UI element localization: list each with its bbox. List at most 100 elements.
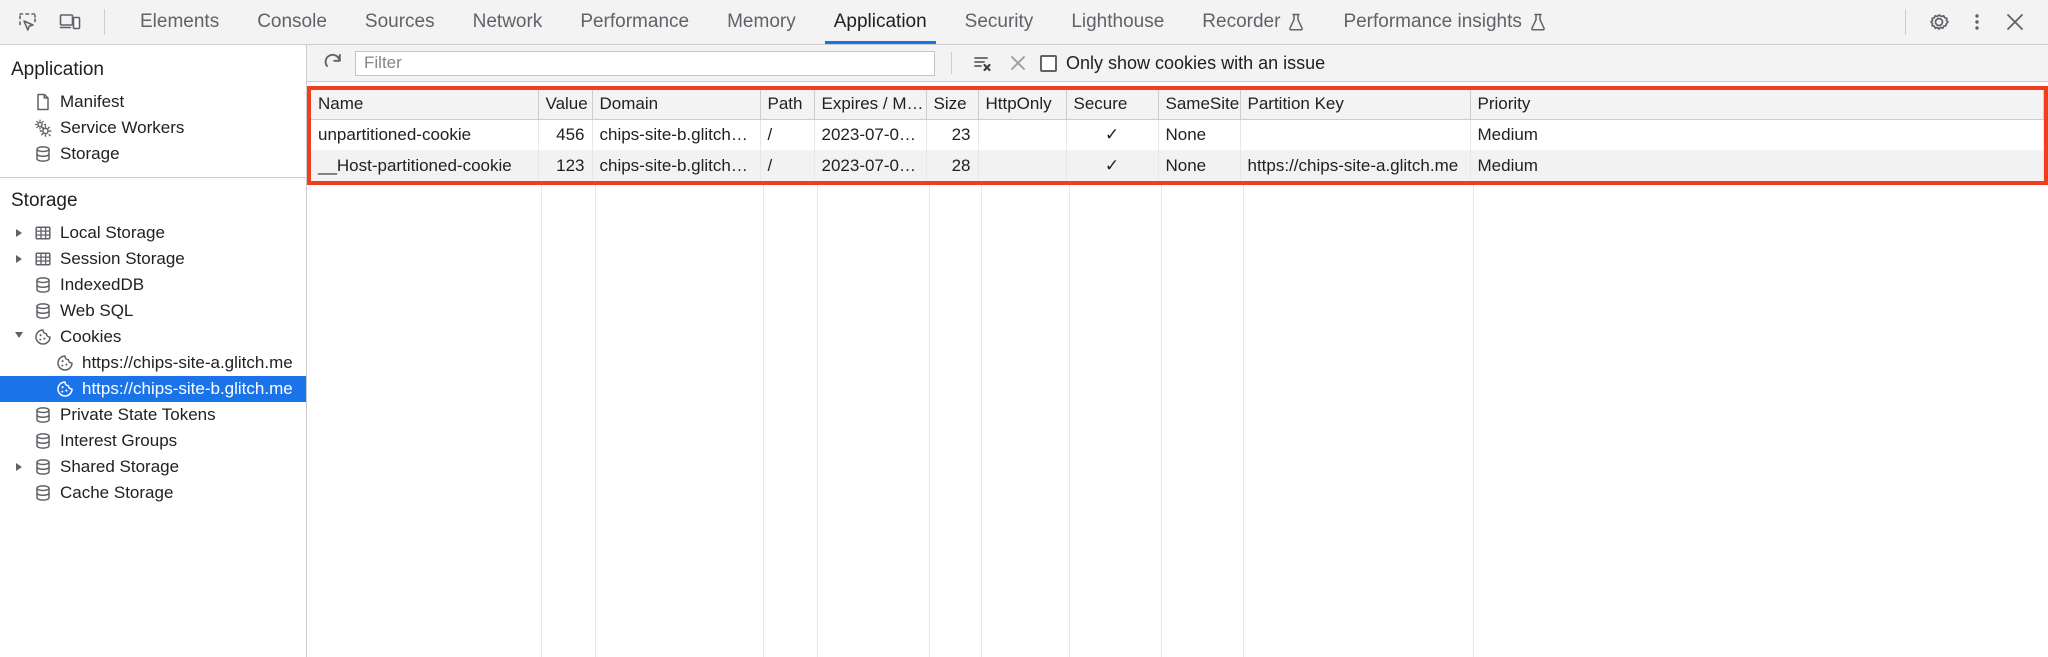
checkbox-box[interactable] [1040,54,1057,72]
cell-expires[interactable]: 2023-07-07… [814,150,927,181]
sidebar-item-web-sql[interactable]: Web SQL [0,298,306,324]
sidebar-item-storage[interactable]: Storage [0,141,306,167]
sidebar-item-interest-groups[interactable]: Interest Groups [0,428,306,454]
cell-value[interactable]: 123 [538,150,593,181]
tabbar-right-icons [1893,0,2048,44]
tab-network[interactable]: Network [454,0,562,44]
column-header-partitionkey[interactable]: Partition Key [1240,90,1471,120]
sidebar-item-indexeddb[interactable]: IndexedDB [0,272,306,298]
sidebar-item-https-chips-site-a-glitch-me[interactable]: https://chips-site-a.glitch.me [0,350,306,376]
tab-memory[interactable]: Memory [708,0,815,44]
sidebar-item-label: Service Workers [60,118,185,137]
sidebar-item-label: Interest Groups [60,431,178,450]
sidebar-item-https-chips-site-b-glitch-me[interactable]: https://chips-site-b.glitch.me [0,376,306,402]
filter-input[interactable]: Filter [355,50,935,76]
service-workers-gears-icon [30,118,56,138]
tab-security[interactable]: Security [946,0,1053,44]
cell-path[interactable]: / [760,119,815,150]
cell-httponly[interactable] [978,119,1067,150]
cell-partitionkey[interactable] [1240,119,1471,150]
tab-sources[interactable]: Sources [346,0,454,44]
column-header-label: Expires / M… [821,94,924,114]
cell-name[interactable]: __Host-partitioned-cookie [311,150,539,181]
cell-secure[interactable]: ✓ [1066,119,1159,150]
chevron-right-icon[interactable] [8,255,30,263]
cell-domain[interactable]: chips-site-b.glitch.me [592,119,761,150]
cell-value[interactable]: 456 [538,119,593,150]
sidebar-item-cookies[interactable]: Cookies [0,324,306,350]
tab-elements[interactable]: Elements [121,0,238,44]
cell-domain[interactable]: chips-site-b.glitch.me [592,150,761,181]
inspect-element-icon[interactable] [14,8,42,36]
column-header-expires[interactable]: Expires / M… [814,90,927,120]
sidebar-item-shared-storage[interactable]: Shared Storage [0,454,306,480]
clear-filtered-cookies-icon[interactable] [968,49,996,77]
tab-label: Memory [727,11,796,32]
tab-performance-insights[interactable]: Performance insights [1324,0,1565,44]
storage-section-title: Storage [11,190,78,211]
cell-samesite[interactable]: None [1158,150,1241,181]
database-icon [30,457,56,477]
cell-priority[interactable]: Medium [1470,150,2044,181]
cell-size[interactable]: 23 [926,119,979,150]
cell-httponly[interactable] [978,150,1067,181]
cell-name[interactable]: unpartitioned-cookie [311,119,539,150]
tab-application[interactable]: Application [815,0,946,44]
sidebar-item-manifest[interactable]: Manifest [0,89,306,115]
sidebar-item-label: IndexedDB [60,275,145,294]
column-header-priority[interactable]: Priority [1470,90,2044,120]
cell-priority[interactable]: Medium [1470,119,2044,150]
cell-samesite[interactable]: None [1158,119,1241,150]
database-icon [30,431,56,451]
column-header-secure[interactable]: Secure [1066,90,1159,120]
column-header-domain[interactable]: Domain [592,90,761,120]
empty-grid-column [1244,185,1474,657]
cell-partitionkey[interactable]: https://chips-site-a.glitch.me [1240,150,1471,181]
tab-performance[interactable]: Performance [561,0,708,44]
column-header-label: HttpOnly [985,94,1052,114]
chevron-right-icon[interactable] [8,229,30,237]
settings-gear-icon[interactable] [1922,5,1956,39]
device-toolbar-icon[interactable] [56,8,84,36]
sidebar-item-service-workers[interactable]: Service Workers [0,115,306,141]
cell-size[interactable]: 28 [926,150,979,181]
cell-secure[interactable]: ✓ [1066,150,1159,181]
sidebar-item-label: Shared Storage [60,457,180,476]
sidebar-item-private-state-tokens[interactable]: Private State Tokens [0,402,306,428]
tab-console[interactable]: Console [238,0,346,44]
close-devtools-icon[interactable] [1998,5,2032,39]
clear-all-cookies-icon[interactable] [1004,49,1032,77]
cell-path[interactable]: / [760,150,815,181]
sidebar-item-label: Manifest [60,92,125,111]
sidebar-item-cache-storage[interactable]: Cache Storage [0,480,306,506]
column-header-samesite[interactable]: SameSite [1158,90,1241,120]
refresh-icon[interactable] [319,49,347,77]
experimental-flask-icon [1287,12,1305,32]
cookies-filter-toolbar: Filter Only show cookies with an [307,45,2048,82]
tab-recorder[interactable]: Recorder [1183,0,1324,44]
column-header-size[interactable]: Size [926,90,979,120]
more-options-icon[interactable] [1960,5,1994,39]
only-show-issue-cookies-checkbox[interactable]: Only show cookies with an issue [1040,53,1325,74]
tab-lighthouse[interactable]: Lighthouse [1052,0,1183,44]
sidebar-item-session-storage[interactable]: Session Storage [0,246,306,272]
only-show-issue-cookies-label: Only show cookies with an issue [1066,52,1326,73]
chevron-down-icon[interactable] [8,332,30,342]
empty-grid-column [542,185,596,657]
sidebar-item-local-storage[interactable]: Local Storage [0,220,306,246]
empty-grid-column [1162,185,1244,657]
column-header-httponly[interactable]: HttpOnly [978,90,1067,120]
cell-expires[interactable]: 2023-07-07… [814,119,927,150]
empty-grid-column [764,185,818,657]
table-grid-icon [30,223,56,243]
column-header-value[interactable]: Value [538,90,593,120]
chevron-right-icon[interactable] [8,463,30,471]
column-header-path[interactable]: Path [760,90,815,120]
column-header-name[interactable]: Name [311,90,539,120]
